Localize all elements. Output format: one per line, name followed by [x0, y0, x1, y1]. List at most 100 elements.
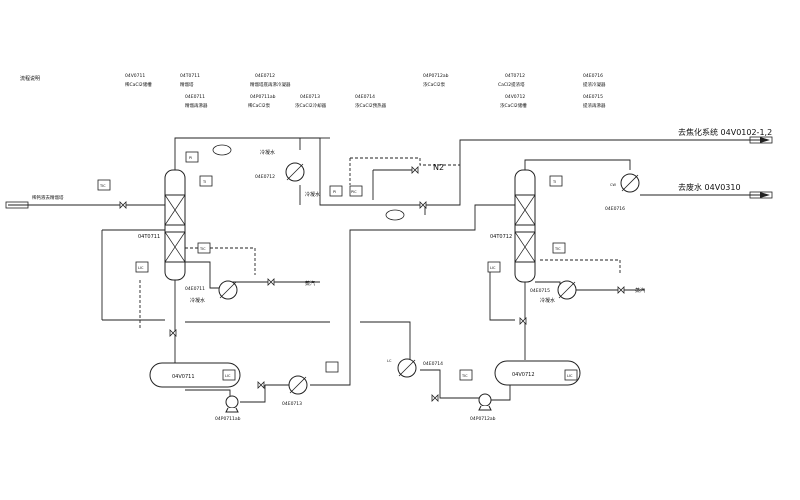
low2-lic-box — [487, 261, 501, 273]
mid-line-2 — [360, 321, 411, 345]
pump-1-icon — [225, 395, 239, 409]
reboiler2-tag: 04E0715 — [530, 288, 550, 294]
column-1-packing — [164, 194, 186, 263]
feed-tic-label: TIC — [99, 184, 106, 188]
legend: 04V0711 稀CaCl2储槽 04T0711 精馏塔 04E0712 精馏塔… — [125, 73, 606, 109]
column-2-tag: 04T0712 — [490, 234, 512, 240]
steam2-valve — [617, 286, 625, 294]
top1-pi-box — [185, 151, 199, 163]
cond2-tag: 04E0716 — [605, 206, 625, 212]
feed-stream-label: 稀钙液去精馏塔 — [32, 194, 64, 201]
legend-tag-9: 04T0712 — [505, 73, 525, 79]
low2-lic-label: LIC — [490, 266, 496, 270]
n2-valve — [411, 166, 419, 174]
tank-1-shell — [149, 362, 241, 388]
feed-tic-box — [97, 179, 111, 191]
tank-1 — [149, 362, 241, 388]
legend-desc-3: 精馏塔底再沸冷凝器 — [250, 81, 291, 88]
tank1-to-pump — [185, 389, 231, 402]
tank-2-shell — [494, 360, 581, 386]
mid2-tic-box — [552, 242, 566, 254]
out2-arrow — [760, 192, 770, 198]
legend-tag-3: 04E0712 — [255, 73, 275, 79]
mid1-tic-box — [197, 242, 211, 254]
tank2-lic-label: LIC — [567, 374, 573, 378]
legend-tag-11: 04E0716 — [583, 73, 603, 79]
out1-arrow — [760, 137, 770, 143]
out1-box — [749, 136, 773, 144]
cw-label: CW — [610, 183, 616, 187]
pic-b-label: PIC — [351, 190, 357, 194]
col2-overhead-line — [524, 159, 631, 170]
legend-tag-10: 04V0712 — [505, 94, 525, 100]
preheater-tag: 04E0714 — [423, 361, 443, 367]
overhead-valve — [419, 201, 427, 209]
steam1-valve — [267, 278, 275, 286]
out2-box — [749, 191, 773, 199]
mid1-tic-label: TIC — [199, 247, 206, 251]
legend-desc-9: CaCl2提浓塔 — [498, 81, 525, 88]
cooler1-tag: 04E0713 — [282, 401, 302, 407]
cooler1-to-col2 — [310, 204, 515, 386]
outlet-arrows — [5, 136, 773, 209]
legend-desc-7: 浓CaCl2预热器 — [355, 102, 387, 109]
pi-a-label: PI — [333, 190, 336, 194]
heat-exchangers — [218, 162, 640, 395]
legend-tag-1: 04V0711 — [125, 73, 145, 79]
legend-desc-12: 提浓再沸器 — [583, 102, 606, 109]
cooler-tic-box — [325, 361, 339, 373]
out1-label: 去焦化系统 04V0102-1,2 — [678, 127, 772, 137]
legend-desc-10: 浓CaCl2储槽 — [500, 102, 527, 109]
legend-desc-1: 稀CaCl2储槽 — [125, 81, 152, 88]
top2-ti-box — [549, 175, 563, 187]
column-1 — [164, 169, 186, 281]
legend-desc-2: 精馏塔 — [180, 81, 194, 88]
pump-2-icon — [478, 393, 492, 407]
pi-a-box — [329, 185, 343, 197]
valves — [119, 166, 625, 402]
process-lines — [8, 137, 760, 403]
tank-2 — [494, 360, 581, 386]
reboiler1-tag: 04E0711 — [185, 286, 205, 292]
tank-2-tag: 04V0712 — [512, 372, 535, 378]
preheater-tic-label: TIC — [461, 374, 468, 378]
preheater-tic-box — [459, 369, 473, 381]
hx-top1-tag: 04E0712 — [255, 174, 275, 180]
column-1-tag: 04T0711 — [138, 234, 160, 240]
legend-desc-4: 精馏再沸器 — [185, 102, 208, 109]
instruments — [97, 144, 578, 381]
pumps — [225, 393, 492, 413]
equipment-labels: 04E0712 04E0711 04P0711ab 04E0713 04E071… — [185, 174, 625, 422]
mid-flow-bubble — [385, 209, 405, 221]
col2-bottom-valve — [519, 317, 527, 325]
top1-pi-label: PI — [189, 156, 192, 160]
col2-recycle — [489, 262, 515, 321]
steam2-label: 蒸汽 — [635, 287, 645, 294]
top2-ti-label: TI — [552, 180, 556, 184]
legend-tag-12: 04E0715 — [583, 94, 603, 100]
instrument-labels: TIC PI TI TIC LIC LIC PI PIC TI TIC LIC … — [99, 156, 616, 378]
pump1-discharge — [240, 385, 266, 403]
reboiler2-control — [540, 259, 621, 275]
top1-ti-box — [199, 175, 213, 187]
out2-label: 去废水 04V0310 — [678, 182, 741, 192]
legend-tag-4: 04E0711 — [185, 94, 205, 100]
legend-desc-11: 提浓冷凝器 — [583, 81, 606, 88]
low1-lic-box — [135, 261, 149, 273]
legend-tag-2: 04T0711 — [180, 73, 200, 79]
water-label-2: 冷凝水 — [190, 297, 205, 304]
low1-lic-label: LIC — [138, 266, 144, 270]
reboiler1-feed — [185, 261, 225, 289]
pump2-tag: 04P0712ab — [470, 416, 496, 422]
stream-labels: 稀钙液去精馏塔 蒸汽 蒸汽 冷凝水 冷凝水 冷凝水 冷凝水 N2 去焦化系统 0… — [32, 127, 772, 304]
n2-label: N2 — [433, 163, 444, 172]
tank2-lic-box — [564, 369, 578, 381]
legend-tag-5: 04P0711ab — [250, 94, 276, 100]
reboiler1-control — [185, 247, 256, 275]
tank-1-tag: 04V0711 — [172, 374, 195, 380]
column-2-shell — [514, 169, 536, 283]
feed-valve — [119, 201, 127, 209]
n2-control-line — [350, 157, 460, 166]
